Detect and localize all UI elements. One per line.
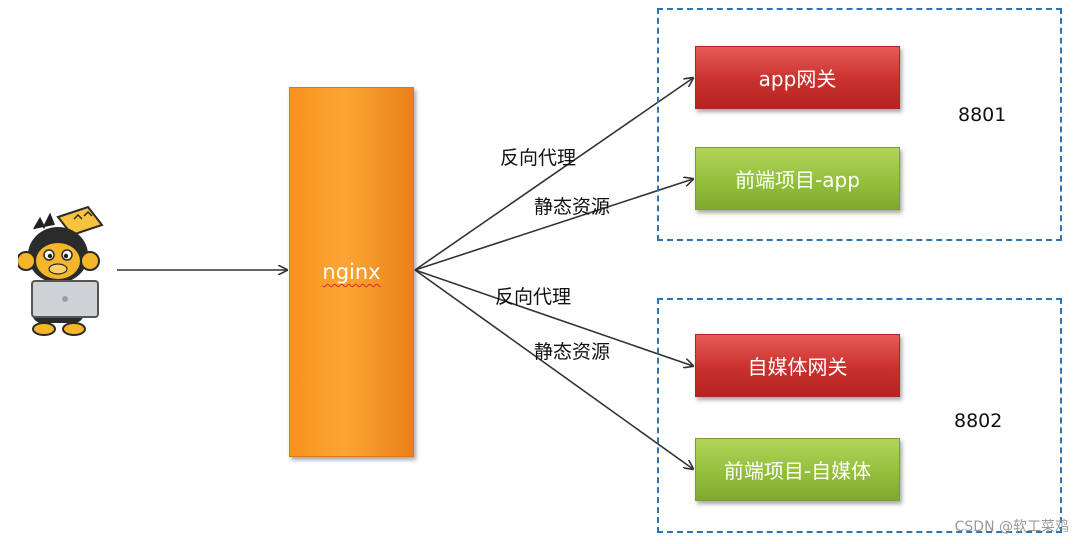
edge-label-reverse-proxy-app: 反向代理: [500, 147, 577, 169]
media-frontend-node: 前端项目-自媒体: [695, 438, 900, 501]
group-8802: [657, 298, 1062, 533]
watermark: CSDN @软工菜鸡: [954, 519, 1069, 535]
arrow-nginx-to-app-frontend: [414, 179, 693, 271]
media-gateway-node: 自媒体网关: [695, 334, 900, 397]
edge-label-static-resources-app: 静态资源: [534, 196, 611, 218]
arrow-nginx-to-media-gateway: [414, 269, 693, 366]
nginx-node: nginx: [289, 87, 414, 457]
port-8801: 8801: [958, 104, 1007, 126]
app-frontend-node: 前端项目-app: [695, 147, 900, 210]
app-gateway-node: app网关: [695, 46, 900, 109]
edge-label-reverse-proxy-media: 反向代理: [495, 286, 572, 308]
arrow-nginx-to-media-frontend: [414, 269, 693, 469]
group-8801: [657, 8, 1062, 241]
monkey-laptop-icon: [18, 205, 104, 336]
port-8802: 8802: [954, 410, 1003, 432]
nginx-label: nginx: [322, 260, 381, 284]
edge-label-static-resources-media: 静态资源: [534, 341, 611, 363]
arrow-nginx-to-app-gateway: [414, 78, 693, 271]
